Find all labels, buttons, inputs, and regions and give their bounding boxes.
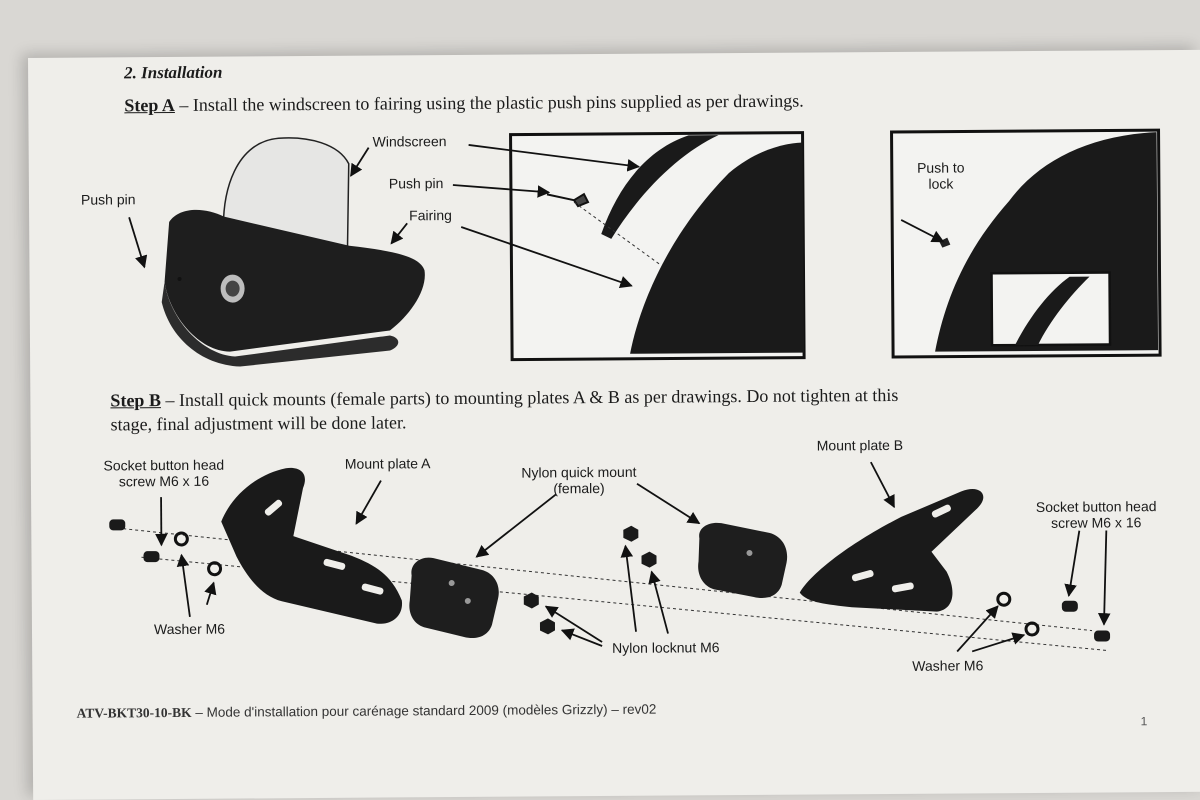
mount-plate-a-label: Mount plate A xyxy=(344,455,431,472)
windscreen-label: Windscreen xyxy=(372,133,447,150)
lock-label: lock xyxy=(928,175,954,192)
installation-drawings xyxy=(109,128,1162,653)
push-pin-label: Push pin xyxy=(388,175,444,192)
socket-screw-label-right: Socket button head screw M6 x 16 xyxy=(1021,498,1171,531)
nylon-quick-line2: (female) xyxy=(553,479,605,497)
socket-right-line2: screw M6 x 16 xyxy=(1051,514,1142,531)
push-pin-detail xyxy=(509,131,806,362)
washer-label-right: Washer M6 xyxy=(912,657,984,674)
mount-plate-b-label: Mount plate B xyxy=(816,436,904,454)
nylon-quick-mount-label: Nylon quick mount (female) xyxy=(509,464,649,497)
page-number: 1 xyxy=(1140,714,1148,729)
socket-left-line2: screw M6 x 16 xyxy=(118,472,210,490)
fairing-label: Fairing xyxy=(409,207,452,224)
callout-arrows xyxy=(128,144,1111,653)
footer-code: ATV-BKT30-10-BK xyxy=(76,704,192,721)
fairing-drawing xyxy=(161,137,425,367)
socket-screw-label-left: Socket button head screw M6 x 16 xyxy=(89,457,239,490)
washer-label-left: Washer M6 xyxy=(153,620,226,638)
step-b-text-line2: stage, final adjustment will be done lat… xyxy=(110,412,407,435)
push-to-label: Push to xyxy=(916,159,965,176)
nylon-quick-line1: Nylon quick mount xyxy=(521,463,637,481)
push-pin-label-left: Push pin xyxy=(80,191,136,208)
push-to-lock-detail xyxy=(890,128,1162,359)
step-b-label: Step B xyxy=(110,390,161,411)
instruction-sheet: 2. Installation Step A – Install the win… xyxy=(28,49,1200,800)
mount-assembly-drawing xyxy=(109,467,1111,651)
push-to-lock-label: Push to lock xyxy=(909,159,973,191)
footer-text: – Mode d'installation pour carénage stan… xyxy=(191,701,657,720)
socket-left-line1: Socket button head xyxy=(103,456,225,474)
socket-right-line1: Socket button head xyxy=(1035,498,1157,515)
step-b-text-line1: – Install quick mounts (female parts) to… xyxy=(160,384,899,411)
nylon-locknut-label: Nylon locknut M6 xyxy=(612,639,720,656)
